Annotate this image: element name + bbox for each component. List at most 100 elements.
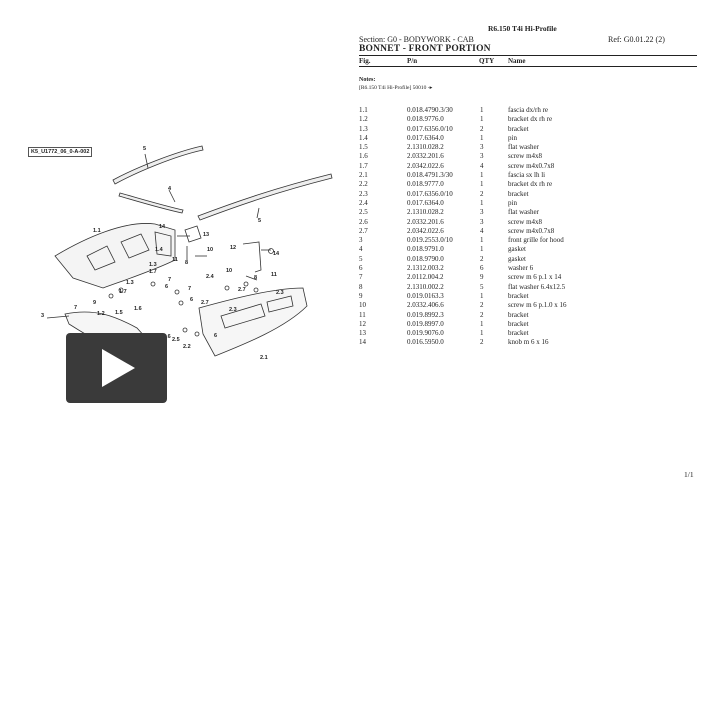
svg-text:2.3: 2.3	[276, 290, 284, 296]
part-number: 0.018.4791.3/30	[407, 171, 453, 180]
svg-text:2.7: 2.7	[238, 287, 246, 293]
svg-text:1.7: 1.7	[149, 269, 157, 275]
bonnet-drawing: 5 4 5 1.1 14 13 11 8 10 12 14 10 11 2.4 …	[41, 145, 333, 363]
part-fig: 1.3	[359, 124, 368, 133]
part-qty: 2	[480, 189, 484, 198]
part-number: 0.018.9790.0	[407, 254, 444, 263]
part-name: screw m4x8	[508, 152, 543, 161]
part-number: 0.019.8992.3	[407, 310, 444, 319]
section-label: Section: G0 - BODYWORK - CAB	[359, 35, 474, 44]
figure-reference-code: K5_U1772_06_0-A-002	[28, 147, 93, 157]
notes-text: [R6.150 T4i Hi-Profile] 50010 -▸	[359, 85, 433, 91]
part-name: screw m 6 p.1 x 14	[508, 273, 562, 282]
part-fig: 2.4	[359, 198, 368, 207]
svg-text:5: 5	[258, 218, 261, 224]
column-header-fig: Fig.	[359, 57, 371, 65]
svg-text:11: 11	[172, 257, 178, 263]
svg-text:1.7: 1.7	[119, 289, 127, 295]
header-rule-top	[359, 55, 697, 56]
svg-text:8: 8	[254, 275, 257, 281]
part-fig: 14	[359, 338, 366, 347]
part-fig: 6	[359, 264, 363, 273]
part-name: bracket dx rh re	[508, 180, 553, 189]
part-number: 0.018.9791.0	[407, 245, 444, 254]
svg-text:10: 10	[226, 268, 232, 274]
part-qty: 4	[480, 226, 484, 235]
part-qty: 6	[480, 264, 484, 273]
part-name: fascia sx lh li	[508, 171, 546, 180]
part-fig: 2.1	[359, 171, 368, 180]
part-qty: 1	[480, 245, 484, 254]
svg-text:7: 7	[74, 305, 77, 311]
part-qty: 3	[480, 208, 484, 217]
part-name: pin	[508, 198, 517, 207]
part-qty: 3	[480, 152, 484, 161]
notes-label: Notes:	[359, 77, 376, 83]
svg-text:2.1: 2.1	[260, 355, 268, 361]
part-number: 0.019.9076.0	[407, 329, 444, 338]
part-qty: 1	[480, 115, 484, 124]
part-qty: 2	[480, 301, 484, 310]
column-header-name: Name	[508, 57, 526, 65]
part-number: 0.016.5950.0	[407, 338, 444, 347]
part-name: flat washer	[508, 208, 539, 217]
part-number: 0.017.6364.0	[407, 198, 444, 207]
svg-text:10: 10	[207, 247, 213, 253]
svg-text:6: 6	[214, 333, 217, 339]
part-fig: 1.5	[359, 143, 368, 152]
part-number: 2.0332.406.6	[407, 301, 444, 310]
svg-text:1.6: 1.6	[134, 306, 142, 312]
part-fig: 8	[359, 282, 363, 291]
part-name: bracket	[508, 291, 529, 300]
page-number: 1/1	[684, 470, 694, 479]
part-qty: 2	[480, 254, 484, 263]
svg-text:3: 3	[41, 313, 44, 319]
svg-text:13: 13	[203, 232, 209, 238]
part-name: screw m4x8	[508, 217, 543, 226]
part-number: 0.017.6356.0/10	[407, 189, 453, 198]
part-fig: 1.6	[359, 152, 368, 161]
part-fig: 2.3	[359, 189, 368, 198]
svg-text:2.7: 2.7	[201, 300, 209, 306]
part-qty: 2	[480, 338, 484, 347]
part-number: 0.019.0163.3	[407, 291, 444, 300]
page-title: BONNET - FRONT PORTION	[359, 44, 491, 54]
part-name: front grille for hood	[508, 236, 564, 245]
part-fig: 13	[359, 329, 366, 338]
part-qty: 4	[480, 161, 484, 170]
video-play-button[interactable]	[66, 333, 167, 403]
svg-text:9: 9	[93, 300, 96, 306]
svg-text:1.2: 1.2	[97, 311, 105, 317]
part-name: flat washer 6.4x12.5	[508, 282, 566, 291]
part-qty: 2	[480, 310, 484, 319]
part-name: bracket	[508, 319, 529, 328]
part-qty: 1	[480, 198, 484, 207]
part-fig: 9	[359, 291, 363, 300]
svg-text:1.5: 1.5	[115, 310, 123, 316]
svg-text:8: 8	[185, 260, 188, 266]
svg-text:2.4: 2.4	[206, 274, 215, 280]
part-number: 2.0332.201.6	[407, 217, 444, 226]
svg-text:12: 12	[230, 245, 236, 251]
part-number: 0.017.6364.0	[407, 133, 444, 142]
part-number: 0.017.6356.0/10	[407, 124, 453, 133]
part-fig: 1.7	[359, 161, 368, 170]
part-qty: 1	[480, 171, 484, 180]
part-name: flat washer	[508, 143, 539, 152]
reference-label: Ref: G0.01.22 (2)	[608, 35, 665, 44]
svg-text:11: 11	[271, 272, 277, 278]
part-number: 0.018.9777.0	[407, 180, 444, 189]
svg-text:1.4: 1.4	[155, 247, 164, 253]
part-fig: 1.2	[359, 115, 368, 124]
part-qty: 9	[480, 273, 484, 282]
part-number: 0.018.9776.0	[407, 115, 444, 124]
svg-text:4: 4	[168, 186, 172, 192]
part-number: 0.018.4790.3/30	[407, 106, 453, 114]
svg-text:2.2: 2.2	[183, 344, 191, 350]
part-fig: 5	[359, 254, 363, 263]
part-name: bracket	[508, 124, 529, 133]
part-name: screw m 6 p.1.0 x 16	[508, 301, 567, 310]
part-number: 2.0342.022.6	[407, 161, 444, 170]
part-name: fascia dx/rh re	[508, 106, 549, 114]
part-fig: 1.4	[359, 133, 368, 142]
